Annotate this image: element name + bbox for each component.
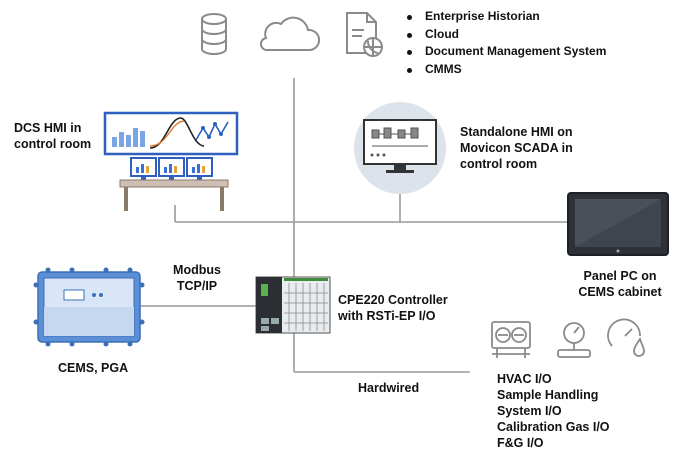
modbus-label-line: Modbus (173, 263, 221, 277)
list-item: Enterprise Historian (405, 8, 606, 26)
list-item: Document Management System (405, 43, 606, 61)
controller-label-line: CPE220 Controller (338, 293, 448, 307)
cems-cabinet-graphic (33, 267, 145, 347)
field-io-label-line: HVAC I/O (497, 372, 552, 386)
field-io-label-line: Calibration Gas I/O (497, 420, 610, 434)
dcs-hmi-label: DCS HMI in control room (14, 120, 91, 152)
list-item: Cloud (405, 26, 606, 44)
standalone-hmi-graphic (354, 102, 446, 194)
database-icon (201, 13, 227, 55)
standalone-hmi-label-line: control room (460, 157, 538, 171)
panel-pc-label-line: CEMS cabinet (578, 285, 662, 299)
document-globe-icon (346, 12, 383, 57)
dcs-hmi-video-wall (103, 111, 239, 156)
panel-pc-label-line: Panel PC on (583, 269, 657, 283)
scatter-line-graphic (195, 121, 229, 141)
enterprise-services-list: Enterprise Historian Cloud Document Mana… (405, 8, 606, 78)
standalone-hmi-label-line: Standalone HMI on (460, 125, 573, 139)
controller-label: CPE220 Controller with RSTi-EP I/O (338, 292, 448, 324)
panel-pc-label: Panel PC on CEMS cabinet (572, 268, 668, 300)
field-io-label-line: Sample Handling (497, 388, 599, 402)
cloud-icon (259, 16, 320, 52)
modbus-label: Modbus TCP/IP (162, 262, 232, 294)
bar-chart-graphic (112, 128, 145, 147)
hardwired-label: Hardwired (358, 381, 420, 395)
dcs-hmi-label-line: DCS HMI in (14, 121, 82, 135)
control-room-desk (119, 179, 229, 211)
cems-label: CEMS, PGA (58, 361, 129, 375)
pressure-gauge-icon (557, 322, 591, 358)
controller-rack-graphic (255, 276, 331, 334)
modbus-label-line: TCP/IP (176, 279, 218, 293)
list-item: CMMS (405, 61, 606, 79)
hvac-unit-icon (491, 321, 531, 358)
gas-meter-icon (607, 318, 645, 357)
field-io-label-line: System I/O (497, 404, 562, 418)
field-io-label-line: F&G I/O (497, 436, 544, 450)
standalone-hmi-label: Standalone HMI on Movicon SCADA in contr… (460, 124, 573, 172)
dcs-workstation-monitors (130, 157, 213, 180)
dcs-hmi-label-line: control room (14, 137, 92, 151)
standalone-hmi-label-line: Movicon SCADA in (460, 141, 573, 155)
controller-label-line: with RSTi-EP I/O (338, 309, 436, 323)
field-io-label: HVAC I/O Sample Handling System I/O Cali… (497, 371, 610, 451)
panel-pc-graphic (567, 192, 669, 256)
